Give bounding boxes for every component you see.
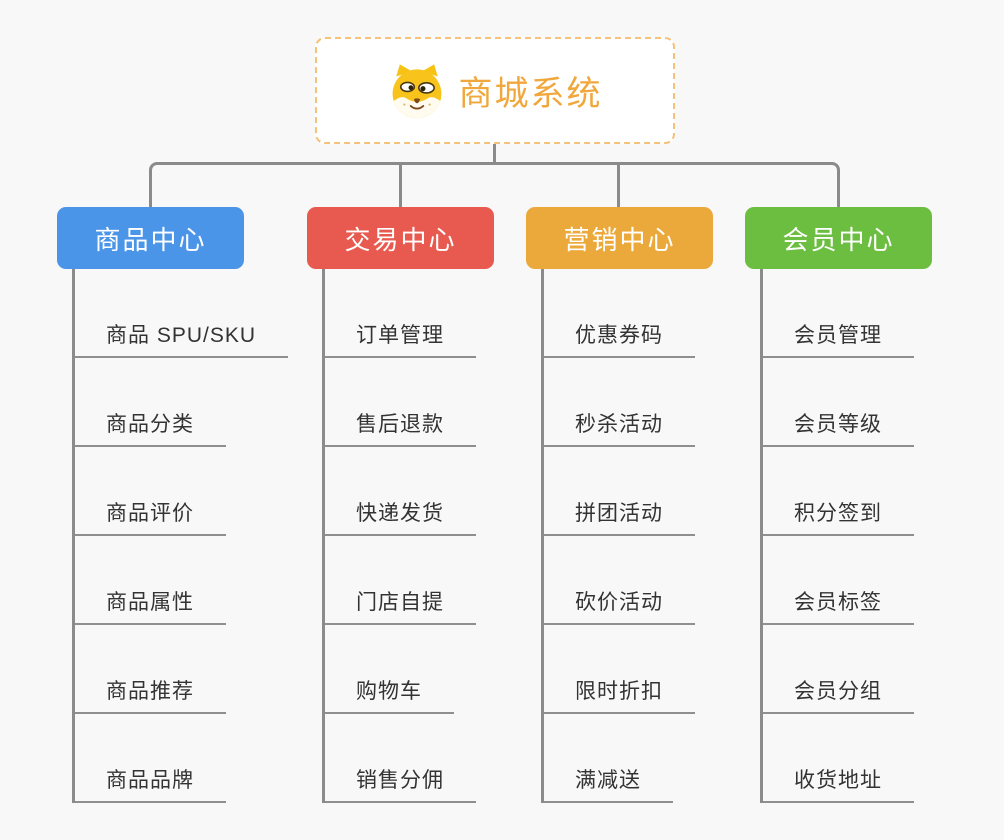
subtopic[interactable]: 会员标签 [745,536,932,625]
subtopic-label: 限时折扣 [541,675,695,714]
subtopic[interactable]: 商品 SPU/SKU [57,269,289,358]
subtopic[interactable]: 优惠券码 [526,269,713,358]
subtopic[interactable]: 砍价活动 [526,536,713,625]
branch-topic-member[interactable]: 会员中心 [745,207,932,269]
subtopic[interactable]: 会员等级 [745,358,932,447]
subtopic[interactable]: 限时折扣 [526,625,713,714]
branch-topic-product[interactable]: 商品中心 [57,207,244,269]
subtopic-label: 满减送 [541,764,673,803]
branch-marketing-center: 营销中心 优惠券码 秒杀活动 拼团活动 砍价活动 限时折扣 满减送 [526,207,713,803]
branch-subtopics: 商品 SPU/SKU 商品分类 商品评价 商品属性 商品推荐 商品品牌 [57,269,289,803]
subtopic-label: 商品分类 [72,408,226,447]
root-topic-label: 商城系统 [458,75,603,113]
subtopic-label: 收货地址 [760,764,914,803]
branch-subtopics: 优惠券码 秒杀活动 拼团活动 砍价活动 限时折扣 满减送 [526,269,713,803]
root-stem-connector [493,142,496,164]
branch-topic-label: 会员中心 [782,224,895,255]
subtopic-label: 会员分组 [760,675,914,714]
subtopic-label: 拼团活动 [541,497,695,536]
subtopic-label: 商品推荐 [72,675,226,714]
branch-connector-frame [149,162,840,208]
subtopic-label: 商品评价 [72,497,226,536]
subtopic-label: 秒杀活动 [541,408,695,447]
branch-topic-label: 营销中心 [563,224,676,255]
subtopic[interactable]: 拼团活动 [526,447,713,536]
branch-trade-center: 交易中心 订单管理 售后退款 快递发货 门店自提 购物车 销售分佣 [307,207,494,803]
root-topic[interactable]: 商城系统 [315,37,675,144]
branch-topic-marketing[interactable]: 营销中心 [526,207,713,269]
subtopic[interactable]: 商品评价 [57,447,244,536]
branch-member-center: 会员中心 会员管理 会员等级 积分签到 会员标签 会员分组 收货地址 [745,207,932,803]
branch-connector-trade [399,162,402,208]
branch-product-center: 商品中心 商品 SPU/SKU 商品分类 商品评价 商品属性 商品推荐 商品品牌 [57,207,289,803]
subtopic[interactable]: 会员管理 [745,269,932,358]
subtopic-label: 会员标签 [760,586,914,625]
branch-topic-label: 商品中心 [94,224,207,255]
subtopic[interactable]: 商品属性 [57,536,244,625]
subtopic[interactable]: 商品分类 [57,358,244,447]
branch-connector-marketing [617,162,620,208]
subtopic-label: 商品 SPU/SKU [72,319,289,358]
branch-trunk-connector [72,269,75,803]
subtopic[interactable]: 收货地址 [745,714,932,803]
subtopic[interactable]: 售后退款 [307,358,494,447]
subtopic-label: 快递发货 [322,497,476,536]
subtopic-label: 积分签到 [760,497,914,536]
branch-trunk-connector [541,269,544,803]
subtopic-label: 优惠券码 [541,319,695,358]
branch-topic-trade[interactable]: 交易中心 [307,207,494,269]
subtopic-label: 砍价活动 [541,586,695,625]
branch-trunk-connector [322,269,325,803]
branch-topic-label: 交易中心 [344,224,457,255]
subtopic-label: 商品属性 [72,586,226,625]
branch-subtopics: 会员管理 会员等级 积分签到 会员标签 会员分组 收货地址 [745,269,932,803]
subtopic[interactable]: 商品品牌 [57,714,244,803]
subtopic[interactable]: 销售分佣 [307,714,494,803]
subtopic[interactable]: 购物车 [307,625,494,714]
subtopic-label: 会员管理 [760,319,914,358]
subtopic-label: 订单管理 [322,319,476,358]
subtopic[interactable]: 满减送 [526,714,713,803]
branch-subtopics: 订单管理 售后退款 快递发货 门店自提 购物车 销售分佣 [307,269,494,803]
subtopic-label: 销售分佣 [322,764,476,803]
subtopic-label: 会员等级 [760,408,914,447]
subtopic-label: 门店自提 [322,586,476,625]
subtopic[interactable]: 商品推荐 [57,625,244,714]
subtopic-label: 商品品牌 [72,764,226,803]
subtopic[interactable]: 订单管理 [307,269,494,358]
subtopic[interactable]: 门店自提 [307,536,494,625]
subtopic[interactable]: 积分签到 [745,447,932,536]
subtopic[interactable]: 秒杀活动 [526,358,713,447]
subtopic[interactable]: 快递发货 [307,447,494,536]
dog-face-icon [392,63,441,118]
subtopic-label: 售后退款 [322,408,476,447]
subtopic-label: 购物车 [322,675,454,714]
branch-trunk-connector [760,269,763,803]
subtopic[interactable]: 会员分组 [745,625,932,714]
